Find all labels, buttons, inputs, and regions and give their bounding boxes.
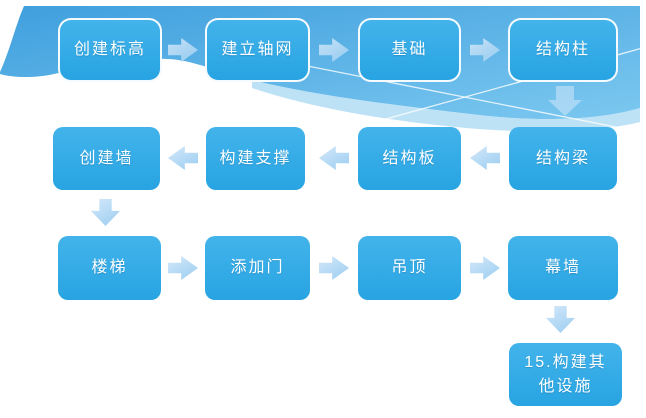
node-ceiling: 吊顶	[358, 236, 461, 300]
node-label: 15.构建其他设施	[524, 354, 607, 395]
node-label: 创建标高	[73, 41, 146, 59]
node-structural-slab: 结构板	[358, 127, 461, 190]
node-stairs: 楼梯	[58, 236, 161, 300]
banner-wave-band	[252, 80, 640, 132]
node-label: 结构板	[382, 149, 437, 167]
cross-line-icon	[261, 56, 646, 134]
node-structural-beam: 结构梁	[509, 127, 617, 190]
node-label: 构建支撑	[219, 149, 292, 167]
node-label: 幕墙	[544, 259, 581, 277]
node-curtain-wall: 幕墙	[508, 236, 618, 300]
node-label: 基础	[391, 41, 428, 59]
node-create-levels: 创建标高	[58, 18, 162, 82]
node-label: 添加门	[230, 259, 285, 277]
node-label: 楼梯	[91, 259, 128, 277]
node-structural-column: 结构柱	[508, 18, 618, 82]
node-foundation: 基础	[358, 18, 461, 82]
node-label: 吊顶	[391, 259, 428, 277]
ghost-arrow-down-icon	[548, 86, 582, 116]
node-label: 创建墙	[79, 149, 134, 167]
node-label: 建立轴网	[221, 41, 294, 59]
node-other-facilities: 15.构建其他设施	[509, 343, 622, 406]
node-label: 结构梁	[535, 149, 590, 167]
node-create-bracing: 构建支撑	[206, 127, 305, 190]
node-label: 结构柱	[535, 41, 590, 59]
node-add-door: 添加门	[205, 236, 310, 300]
node-create-grids: 建立轴网	[205, 18, 310, 82]
node-create-wall: 创建墙	[53, 127, 160, 190]
